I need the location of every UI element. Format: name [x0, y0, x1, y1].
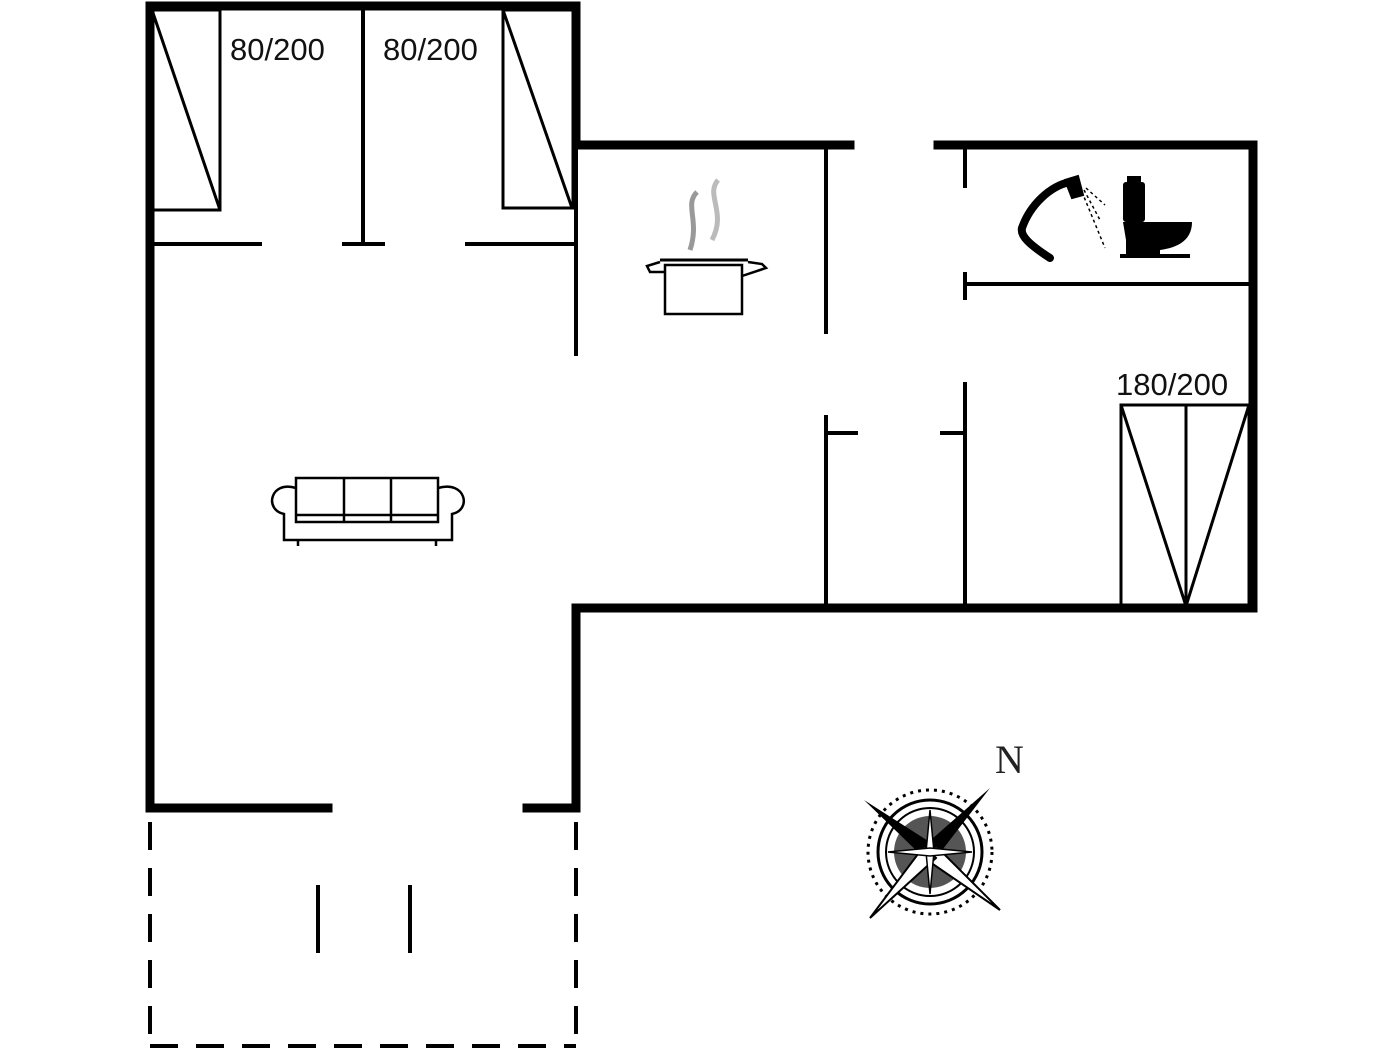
carport-outline [148, 822, 578, 1048]
single-bed-right [501, 8, 575, 210]
double-bed [1119, 403, 1251, 611]
bed-size-label: 180/200 [1116, 367, 1228, 402]
outer-walls [145, 1, 1258, 813]
compass-rose-icon [864, 788, 1001, 919]
single-bed-left [150, 8, 222, 212]
interior-walls [150, 6, 1250, 608]
bed-size-label: 80/200 [230, 32, 325, 67]
compass-north-label: N [995, 737, 1024, 782]
cooking-pot-icon [645, 178, 769, 316]
shower-icon [1017, 174, 1106, 262]
parking-marks [316, 885, 412, 953]
toilet-icon [1120, 176, 1192, 258]
sofa-icon [270, 476, 465, 546]
bed-size-label: 80/200 [383, 32, 478, 67]
